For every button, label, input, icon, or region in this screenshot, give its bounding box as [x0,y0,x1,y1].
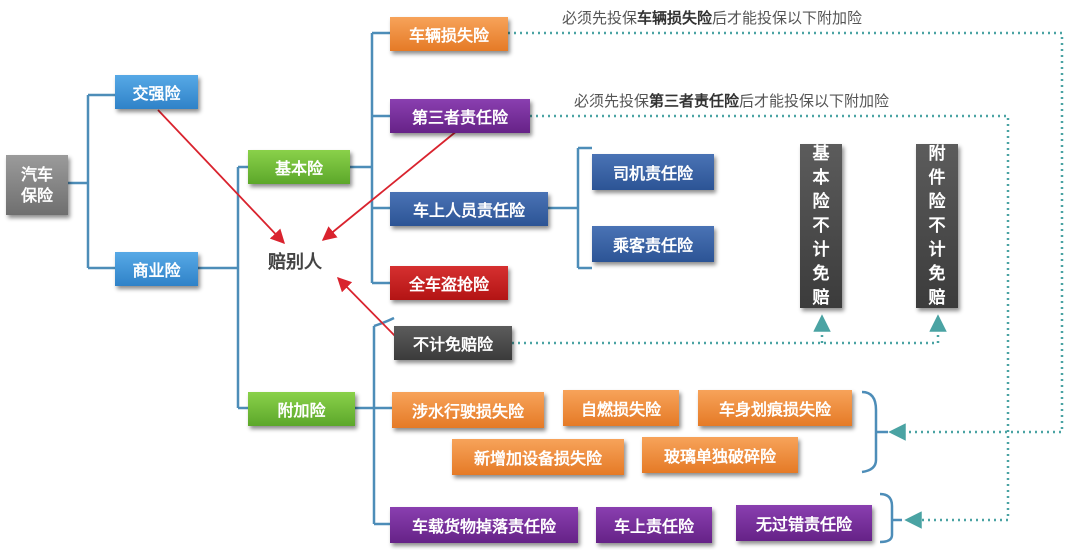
tree-connectors [68,31,902,544]
vchar: 赔 [928,288,946,308]
vchar: 赔 [812,288,830,308]
no-fault-liability-box: 无过错责任险 [736,505,872,541]
new-equipment-loss-box: 新增加设备损失险 [452,439,624,475]
vchar: 附 [928,144,946,164]
additional-insurance-box: 附加险 [248,392,355,426]
vchar: 计 [812,240,830,260]
onboard-personnel-liability-box: 车上人员责任险 [390,192,548,226]
theft-insurance-box: 全车盗抢险 [390,266,508,300]
onboard-liability-box: 车上责任险 [596,507,712,543]
basic-insurance-box: 基本险 [248,150,350,184]
additional-non-deductible-vertical-box: 附 件 险 不 计 免 赔 [916,144,958,308]
note-suffix: 后才能投保以下附加险 [712,9,863,27]
vchar: 不 [928,216,946,236]
vchar: 基 [812,144,830,164]
compulsory-insurance-box: 交强险 [115,75,198,109]
wading-loss-box: 涉水行驶损失险 [392,392,544,428]
glass-breakage-box: 玻璃单独破碎险 [642,437,798,473]
vchar: 险 [928,192,946,212]
compensate-others-label: 赔别人 [268,252,322,273]
cargo-drop-liability-box: 车载货物掉落责任险 [390,507,578,543]
note-suffix: 后才能投保以下附加险 [739,92,890,110]
driver-liability-box: 司机责任险 [592,154,714,190]
vehicle-loss-prerequisite-note: 必须先投保车辆损失险后才能投保以下附加险 [562,7,862,28]
note-bold: 第三者责任险 [649,92,740,110]
commercial-insurance-box: 商业险 [115,252,198,286]
vchar: 免 [812,264,830,284]
note-bold: 车辆损失险 [637,9,713,27]
vchar: 本 [812,168,830,188]
vchar: 件 [928,168,946,188]
vchar: 险 [812,192,830,212]
root-car-insurance: 汽车 保险 [6,155,68,215]
non-deductible-box: 不计免赔险 [394,326,512,360]
note-prefix: 必须先投保 [574,92,650,110]
body-scratch-box: 车身划痕损失险 [698,390,852,426]
root-label: 汽车 保险 [20,165,53,205]
spontaneous-combustion-box: 自燃损失险 [563,390,679,426]
third-party-prerequisite-note: 必须先投保第三者责任险后才能投保以下附加险 [574,90,889,111]
basic-non-deductible-vertical-box: 基 本 险 不 计 免 赔 [800,144,842,308]
vchar: 免 [928,264,946,284]
vchar: 计 [928,240,946,260]
vehicle-loss-box: 车辆损失险 [390,17,508,51]
vchar: 不 [812,216,830,236]
compensate-others-arrows [157,109,459,337]
note-prefix: 必须先投保 [562,9,638,27]
third-party-liability-box: 第三者责任险 [390,99,530,133]
passenger-liability-box: 乘客责任险 [592,226,714,262]
prerequisite-dotted-lines [508,31,1064,529]
